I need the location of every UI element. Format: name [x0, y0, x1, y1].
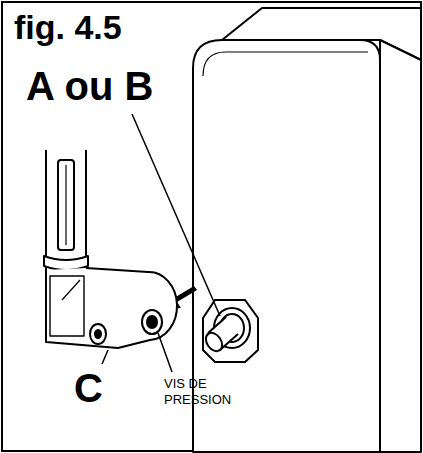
part-label: VIS DE PRESSION [164, 376, 244, 409]
part-label: A ou B [26, 66, 153, 106]
part-label: C [74, 368, 103, 408]
figure-title: fig. 4.5 [14, 10, 122, 44]
port-fitting [203, 300, 258, 362]
leader-line [158, 333, 172, 372]
device-housing [193, 8, 421, 452]
leader-line [102, 350, 108, 364]
clamp-c [44, 150, 177, 348]
